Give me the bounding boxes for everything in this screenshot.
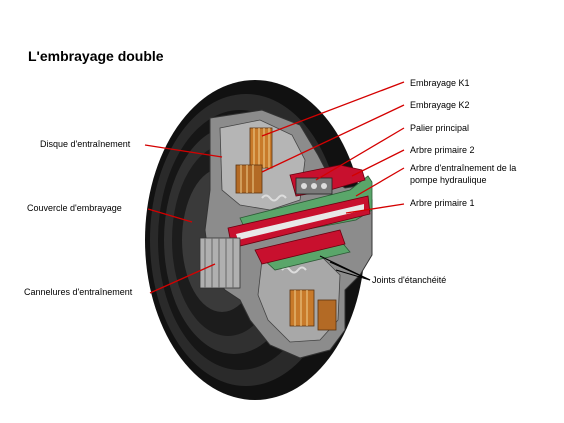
label-couvercle: Couvercle d'embrayage <box>27 203 122 213</box>
leader-k1 <box>261 81 405 137</box>
label-arbre-pompe-line1: Arbre d'entraînement de la <box>410 163 517 173</box>
main-bearing-shape <box>295 177 333 195</box>
diagram-title: L'embrayage double <box>28 48 164 64</box>
label-palier-principal: Palier principal <box>410 123 470 133</box>
splined-hub-shape <box>199 237 241 289</box>
leader-arbre2 <box>351 149 405 177</box>
label-arbre-primaire-2: Arbre primaire 2 <box>410 145 475 155</box>
leader-couvercle <box>147 208 193 223</box>
label-arbre-primaire-1: Arbre primaire 1 <box>410 198 475 208</box>
leader-pompe <box>355 167 405 197</box>
label-arbre-pompe-line2: pompe hydraulique <box>410 175 487 185</box>
label-joints: Joints d'étanchéité <box>372 275 447 285</box>
leader-disque <box>144 144 223 158</box>
leader-arbre1 <box>345 203 405 214</box>
label-embrayage-k2: Embrayage K2 <box>410 100 470 110</box>
leader-lines <box>144 81 405 294</box>
leader-cannelures <box>149 263 216 294</box>
label-disque: Disque d'entraînement <box>40 139 131 149</box>
label-embrayage-k1: Embrayage K1 <box>410 78 470 88</box>
joints-leaders <box>319 255 371 281</box>
leader-k2 <box>261 104 405 173</box>
leader-palier <box>315 127 405 181</box>
label-cannelures: Cannelures d'entraînement <box>24 287 133 297</box>
